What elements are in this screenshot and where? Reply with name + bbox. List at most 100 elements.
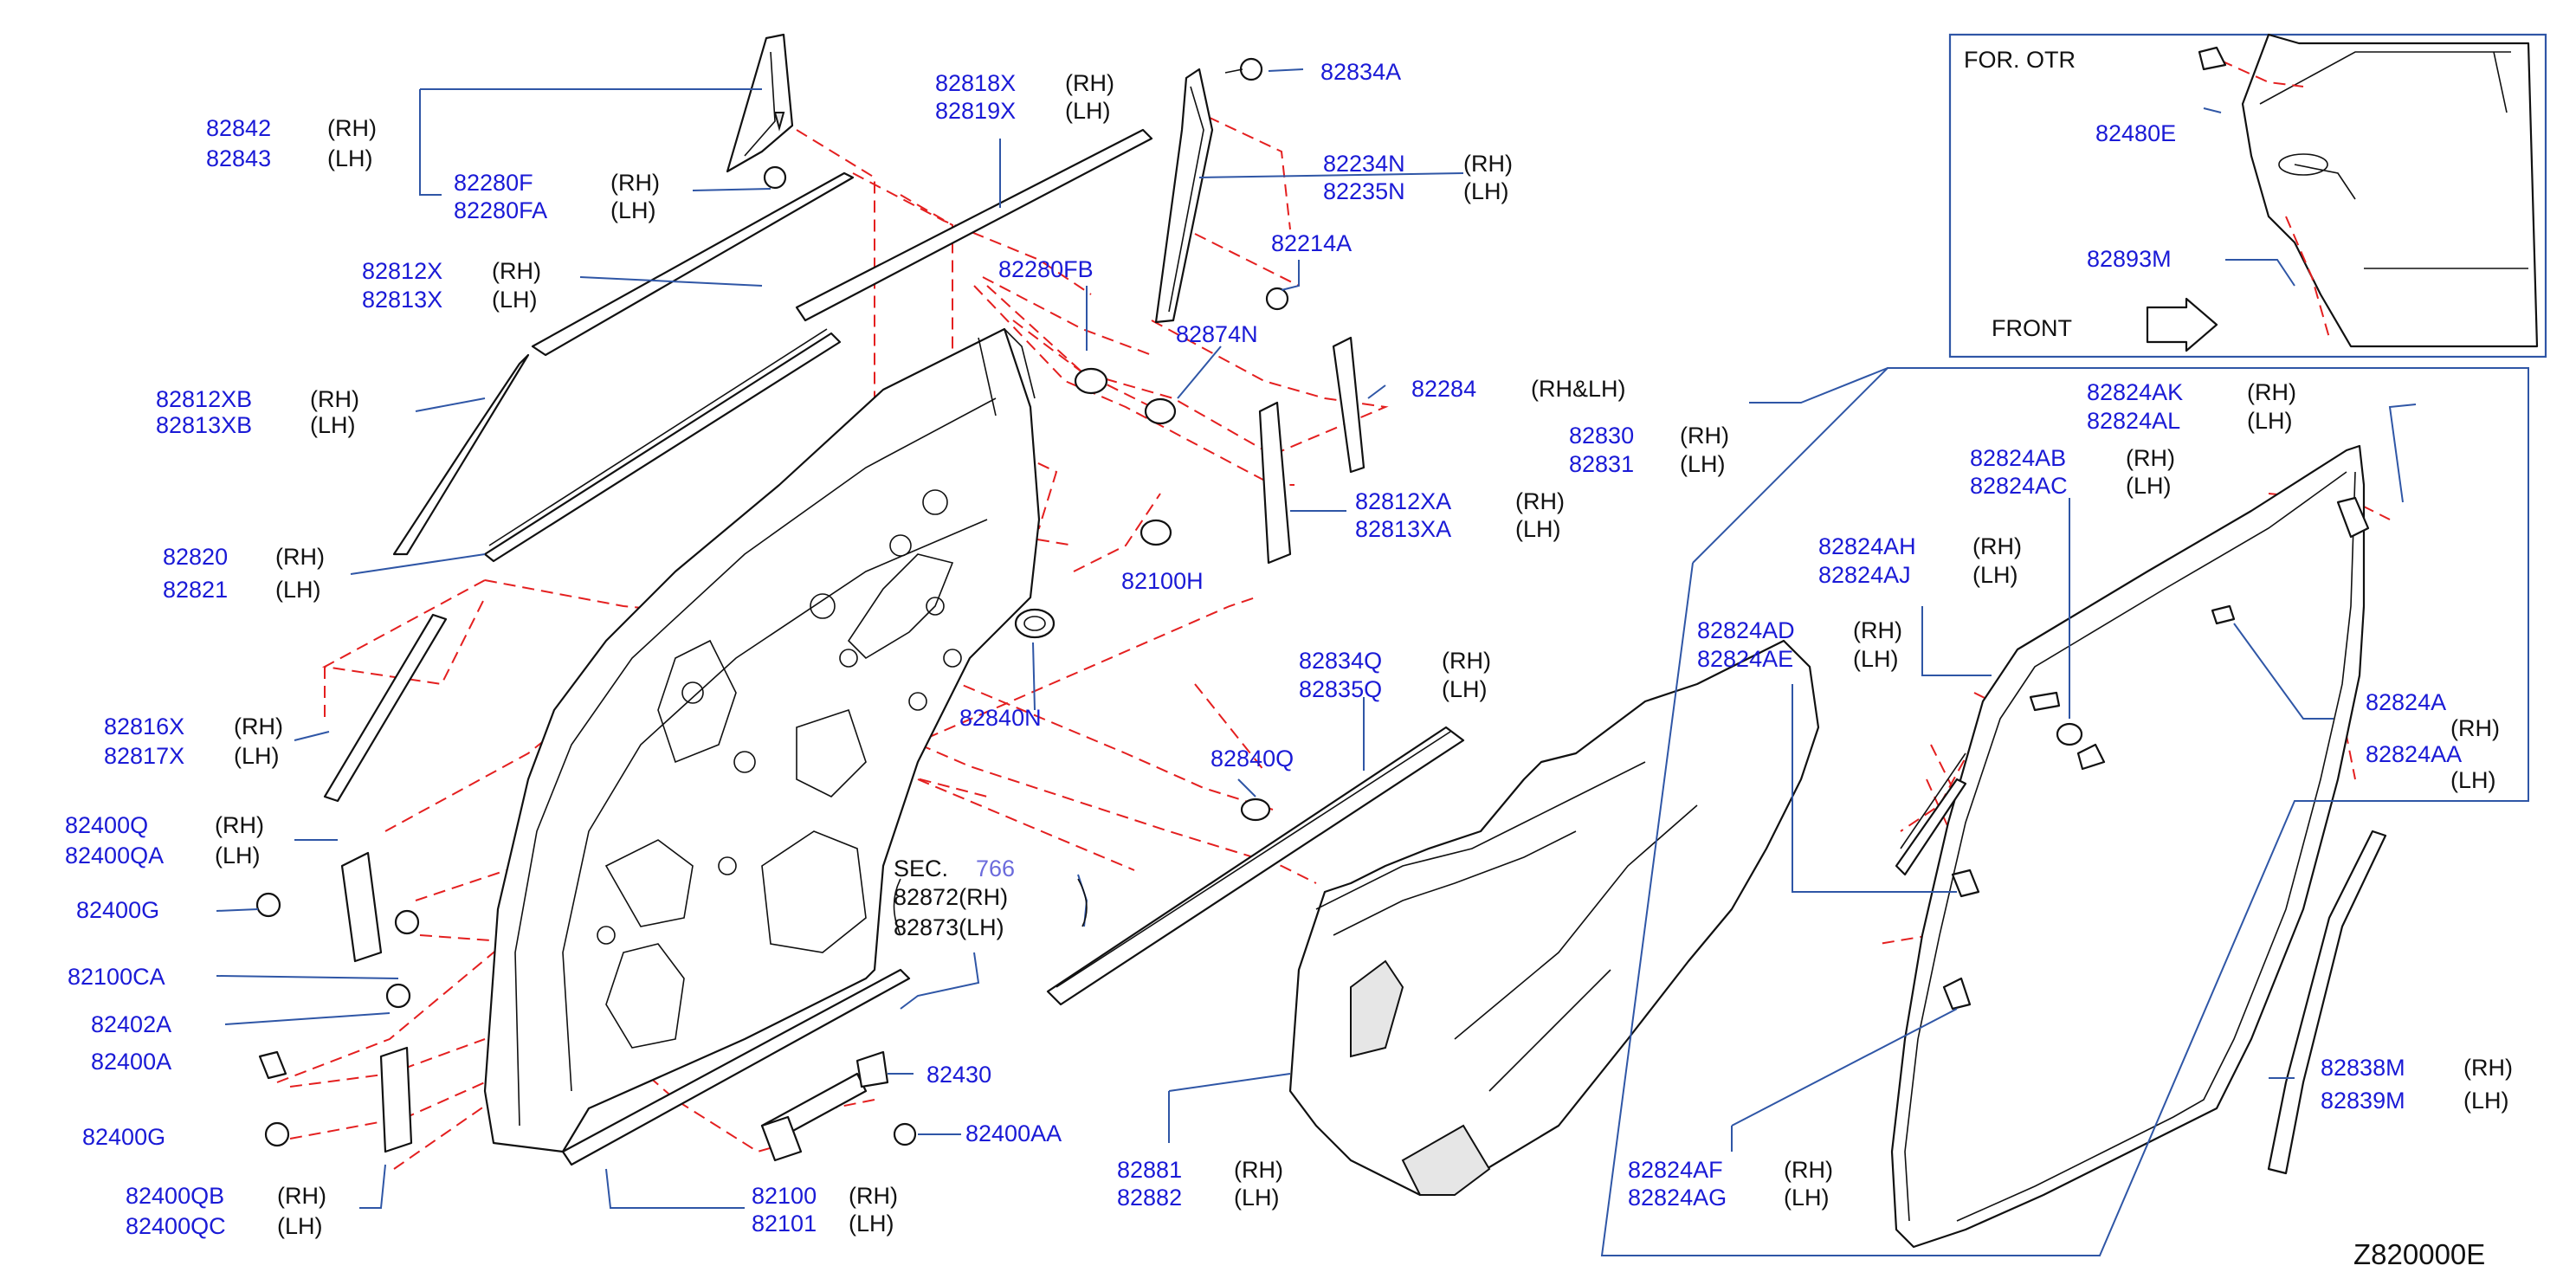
svg-text:(RH): (RH): [849, 1183, 898, 1209]
svg-text:(RH): (RH): [492, 258, 541, 284]
callout-82882[interactable]: 82882: [1117, 1185, 1182, 1211]
callout-82812XA[interactable]: 82812XA: [1355, 488, 1451, 514]
callout-82834Q[interactable]: 82834Q: [1299, 648, 1382, 674]
callout-82280FB[interactable]: 82280FB: [998, 256, 1094, 282]
svg-text:(RH): (RH): [1442, 648, 1491, 674]
callout-82400QA[interactable]: 82400QA: [65, 843, 164, 869]
svg-text:(LH): (LH): [610, 197, 656, 223]
callout-82400QB[interactable]: 82400QB: [126, 1183, 224, 1209]
callout-82824AB[interactable]: 82824AB: [1970, 445, 2066, 471]
callout-82818X[interactable]: 82818X: [935, 70, 1016, 96]
callout-82100CA[interactable]: 82100CA: [68, 964, 165, 990]
callout-82400QC[interactable]: 82400QC: [126, 1213, 226, 1239]
callout-82824AH[interactable]: 82824AH: [1818, 533, 1916, 559]
svg-text:(RH&LH): (RH&LH): [1531, 376, 1626, 402]
callout-82843[interactable]: 82843: [206, 145, 271, 171]
callout-82234N[interactable]: 82234N: [1323, 151, 1405, 177]
callout-82824AD[interactable]: 82824AD: [1697, 617, 1795, 643]
callout-82813XB[interactable]: 82813XB: [156, 412, 252, 438]
callout-labels: 82842 82843 (RH) (LH) 82280F 82280FA (RH…: [65, 47, 2513, 1270]
callout-82831[interactable]: 82831: [1569, 451, 1634, 477]
svg-text:(LH): (LH): [1234, 1185, 1280, 1211]
svg-text:(LH): (LH): [1442, 676, 1488, 702]
svg-text:(LH): (LH): [275, 577, 321, 603]
svg-text:(RH): (RH): [1515, 488, 1565, 514]
svg-text:(RH): (RH): [2463, 1055, 2513, 1081]
callout-82400AA[interactable]: 82400AA: [965, 1120, 1062, 1146]
callout-82817X[interactable]: 82817X: [104, 743, 184, 769]
sec-number[interactable]: 766: [976, 856, 1015, 881]
callout-82400G-upper[interactable]: 82400G: [76, 897, 159, 923]
svg-text:(RH): (RH): [275, 544, 325, 570]
callout-82839M[interactable]: 82839M: [2321, 1088, 2405, 1114]
parts-art: [392, 33, 1365, 822]
callout-82101[interactable]: 82101: [752, 1211, 817, 1237]
callout-82235N[interactable]: 82235N: [1323, 178, 1405, 204]
callout-82821[interactable]: 82821: [163, 577, 228, 603]
callout-82840N[interactable]: 82840N: [959, 705, 1042, 731]
svg-text:(LH): (LH): [277, 1213, 323, 1239]
sec-line2: 82873(LH): [894, 914, 1004, 940]
callout-82824AC[interactable]: 82824AC: [1970, 473, 2068, 499]
callout-82480E[interactable]: 82480E: [2095, 120, 2176, 146]
callout-82824AA[interactable]: 82824AA: [2366, 741, 2462, 767]
callout-82284[interactable]: 82284: [1411, 376, 1476, 402]
callout-82214A[interactable]: 82214A: [1271, 230, 1352, 256]
svg-text:(LH): (LH): [234, 743, 280, 769]
sec-label: SEC.: [894, 856, 948, 881]
svg-text:(LH): (LH): [1853, 646, 1899, 672]
svg-text:(RH): (RH): [327, 115, 377, 141]
svg-text:(LH): (LH): [492, 287, 538, 313]
svg-text:(RH): (RH): [2247, 379, 2296, 405]
callout-82430[interactable]: 82430: [926, 1062, 991, 1088]
callout-82280FA[interactable]: 82280FA: [454, 197, 547, 223]
svg-text:(LH): (LH): [310, 412, 356, 438]
callout-82824AG[interactable]: 82824AG: [1628, 1185, 1727, 1211]
callout-82874N[interactable]: 82874N: [1176, 321, 1258, 347]
svg-text:(RH): (RH): [310, 386, 359, 412]
callout-82100H[interactable]: 82100H: [1121, 568, 1204, 594]
weatherstrip-art: [1890, 444, 2387, 1249]
svg-text:(RH): (RH): [1463, 151, 1513, 177]
callout-82830[interactable]: 82830: [1569, 423, 1634, 449]
callout-82824AL[interactable]: 82824AL: [2087, 408, 2180, 434]
callout-82280F[interactable]: 82280F: [454, 170, 533, 196]
callout-82819X[interactable]: 82819X: [935, 98, 1016, 124]
callout-82820[interactable]: 82820: [163, 544, 228, 570]
callout-82813X[interactable]: 82813X: [362, 287, 442, 313]
callout-82402A[interactable]: 82402A: [91, 1011, 171, 1037]
callout-82816X[interactable]: 82816X: [104, 714, 184, 739]
svg-text:(LH): (LH): [2450, 767, 2496, 793]
callout-82893M[interactable]: 82893M: [2087, 246, 2172, 272]
callout-82812X[interactable]: 82812X: [362, 258, 442, 284]
svg-text:(LH): (LH): [215, 843, 261, 869]
callout-82824AK[interactable]: 82824AK: [2087, 379, 2183, 405]
svg-text:(RH): (RH): [1065, 70, 1114, 96]
callout-82834A[interactable]: 82834A: [1320, 59, 1401, 85]
callout-82842[interactable]: 82842: [206, 115, 271, 141]
callout-82835Q[interactable]: 82835Q: [1299, 676, 1382, 702]
callout-82881[interactable]: 82881: [1117, 1157, 1182, 1183]
svg-text:(LH): (LH): [1515, 516, 1561, 542]
sealing-screen: [1288, 639, 1820, 1197]
callout-82824AE[interactable]: 82824AE: [1697, 646, 1793, 672]
callout-82812XB[interactable]: 82812XB: [156, 386, 252, 412]
callout-82400A[interactable]: 82400A: [91, 1049, 171, 1075]
svg-text:(LH): (LH): [2247, 408, 2293, 434]
callout-82100[interactable]: 82100: [752, 1183, 817, 1209]
callout-82838M[interactable]: 82838M: [2321, 1055, 2405, 1081]
svg-text:(LH): (LH): [1680, 451, 1726, 477]
callout-82400G-lower[interactable]: 82400G: [82, 1124, 165, 1150]
svg-text:(LH): (LH): [1065, 98, 1111, 124]
svg-text:(LH): (LH): [1972, 562, 2018, 588]
callout-82840Q[interactable]: 82840Q: [1211, 746, 1294, 772]
svg-text:(LH): (LH): [1784, 1185, 1830, 1211]
svg-text:(RH): (RH): [2450, 715, 2500, 741]
callout-82824AF[interactable]: 82824AF: [1628, 1157, 1723, 1183]
callout-82824AJ[interactable]: 82824AJ: [1818, 562, 1911, 588]
callout-82824A[interactable]: 82824A: [2366, 689, 2446, 715]
callout-82400Q[interactable]: 82400Q: [65, 812, 148, 838]
svg-text:(RH): (RH): [1234, 1157, 1283, 1183]
callout-82813XA[interactable]: 82813XA: [1355, 516, 1451, 542]
front-label: FRONT: [1992, 315, 2072, 341]
